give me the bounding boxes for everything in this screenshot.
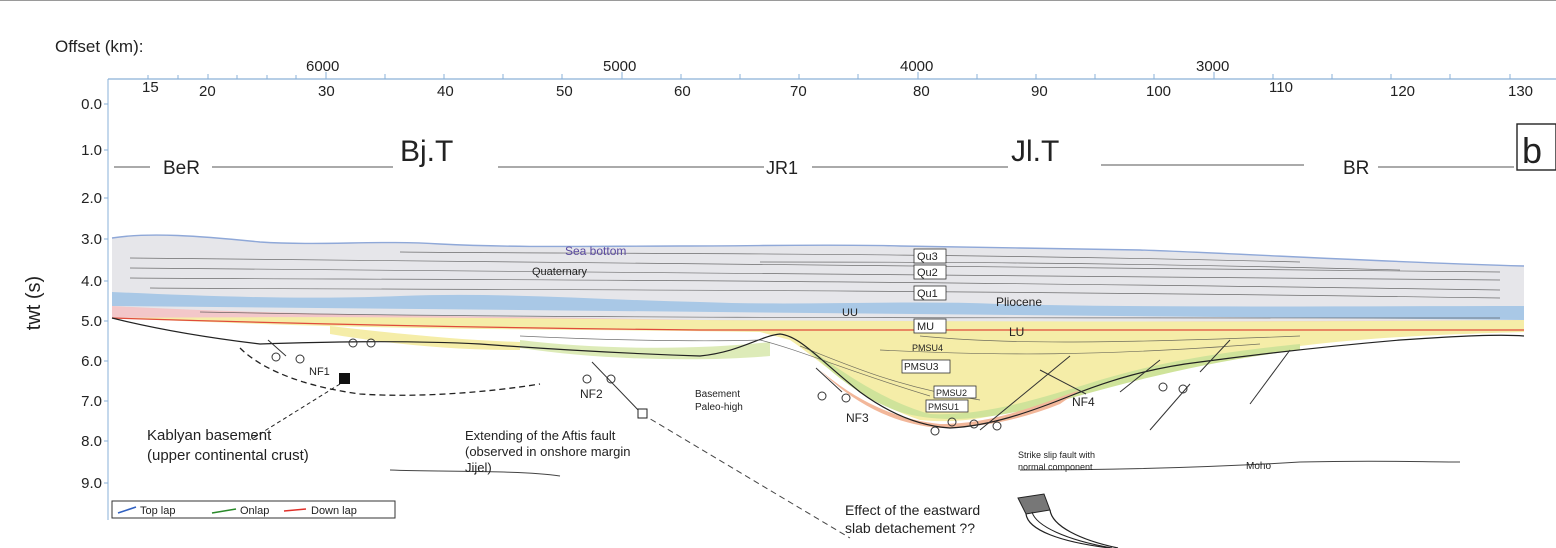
strike-line2: normal component [1018,462,1093,472]
label-jr1: JR1 [766,158,798,178]
downlap-symbol [283,508,307,512]
aftis-line2: (observed in onshore margin [465,444,630,459]
strike-line1: Strike slip fault with [1018,450,1095,460]
km-tick: 70 [790,83,807,100]
slab-line1: Effect of the eastward [845,502,980,518]
offset-axis: 6000 5000 4000 3000 [107,58,1556,520]
aftis-line3: Jijel) [465,460,492,475]
twt-tick: 8.0 [81,433,102,450]
twt-tick: 3.0 [81,231,102,248]
km-tick: 130 [1508,83,1533,100]
annotations: Kablyan basement (upper continental crus… [147,389,1271,536]
kablyan-line2: (upper continental crust) [147,447,309,464]
qu3-label: Qu3 [917,251,938,263]
twt-tick: 6.0 [81,353,102,370]
aftis-line1: Extending of the Aftis fault [465,428,616,443]
quaternary-label: Quaternary [532,266,588,278]
paleo-line1: Basement [695,389,740,400]
km-tick: 90 [1031,83,1048,100]
qu1-label: Qu1 [917,288,938,300]
figure-top-border [0,0,1556,1]
paleo-line2: Paleo-high [695,402,743,413]
panel-letter: b [1522,130,1542,171]
pmsu3-label: PMSU3 [904,362,939,373]
km-tick: 20 [199,83,216,100]
unit-labels: Sea bottom Quaternary Qu3 Qu2 Qu1 Plioce… [532,244,1042,413]
onlap-symbol [211,508,237,514]
label-ber: BeR [163,158,200,179]
offset-tick-3000: 3000 [1196,58,1229,75]
sea-bottom-label: Sea bottom [565,244,626,258]
twt-tick: 4.0 [81,273,102,290]
section-labels: BeR Bj.T JR1 Jl.T BR b [114,123,1556,179]
label-jlt: Jl.T [1011,135,1059,168]
legend-onlap: Onlap [240,505,269,517]
km-tick: 80 [913,83,930,100]
fault-labels: NF1 NF2 NF3 NF4 [309,366,1095,425]
km-tick: 60 [674,83,691,100]
seismic-layers [111,234,1525,539]
legend-downlap: Down lap [311,505,357,517]
kablyan-line1: Kablyan basement [147,427,272,444]
km-ticks: 15 20 30 40 50 60 70 80 90 100 110 120 1… [142,79,1533,100]
nf3-label: NF3 [846,411,869,425]
km-tick: 110 [1269,79,1293,96]
twt-tick: 5.0 [81,313,102,330]
km-tick: 100 [1146,83,1171,100]
twt-axis: 0.0 1.0 2.0 3.0 4.0 5.0 6.0 7.0 8.0 9.0 … [23,96,108,492]
km-tick: 120 [1390,83,1415,100]
slab-detachment-icon [1017,493,1119,548]
km-tick: 30 [318,83,335,100]
lu-label: LU [1009,325,1024,339]
pmsu4-label: PMSU4 [912,343,943,353]
nf4-label: NF4 [1072,395,1095,409]
pmsu1-label: PMSU1 [928,402,959,412]
offset-label: Offset (km): [55,37,143,56]
mu-label: MU [917,321,934,333]
twt-tick: 0.0 [81,96,102,113]
km-tick: 50 [556,83,573,100]
nf2-label: NF2 [580,387,603,401]
toplap-symbol [117,506,137,514]
label-br: BR [1343,158,1369,179]
twt-tick: 9.0 [81,475,102,492]
offset-tick-4000: 4000 [900,58,933,75]
y-axis-label: twt (s) [23,276,45,330]
uu-label: UU [842,307,858,319]
pmsu2-label: PMSU2 [936,388,967,398]
qu2-label: Qu2 [917,267,938,279]
twt-tick: 7.0 [81,393,102,410]
offset-tick-6000: 6000 [306,58,339,75]
slab-line2: slab detachement ?? [845,520,975,536]
legend-toplap: Top lap [140,505,175,517]
legend: Top lap Onlap Down lap [111,500,396,519]
label-bjt: Bj.T [400,135,453,168]
moho-label: Moho [1246,461,1271,472]
pliocene-label: Pliocene [996,295,1042,309]
twt-tick: 1.0 [81,142,102,159]
offset-tick-5000: 5000 [603,58,636,75]
km-tick: 40 [437,83,454,100]
twt-tick: 2.0 [81,190,102,207]
km-tick: 15 [142,79,159,96]
nf1-label: NF1 [309,366,330,378]
